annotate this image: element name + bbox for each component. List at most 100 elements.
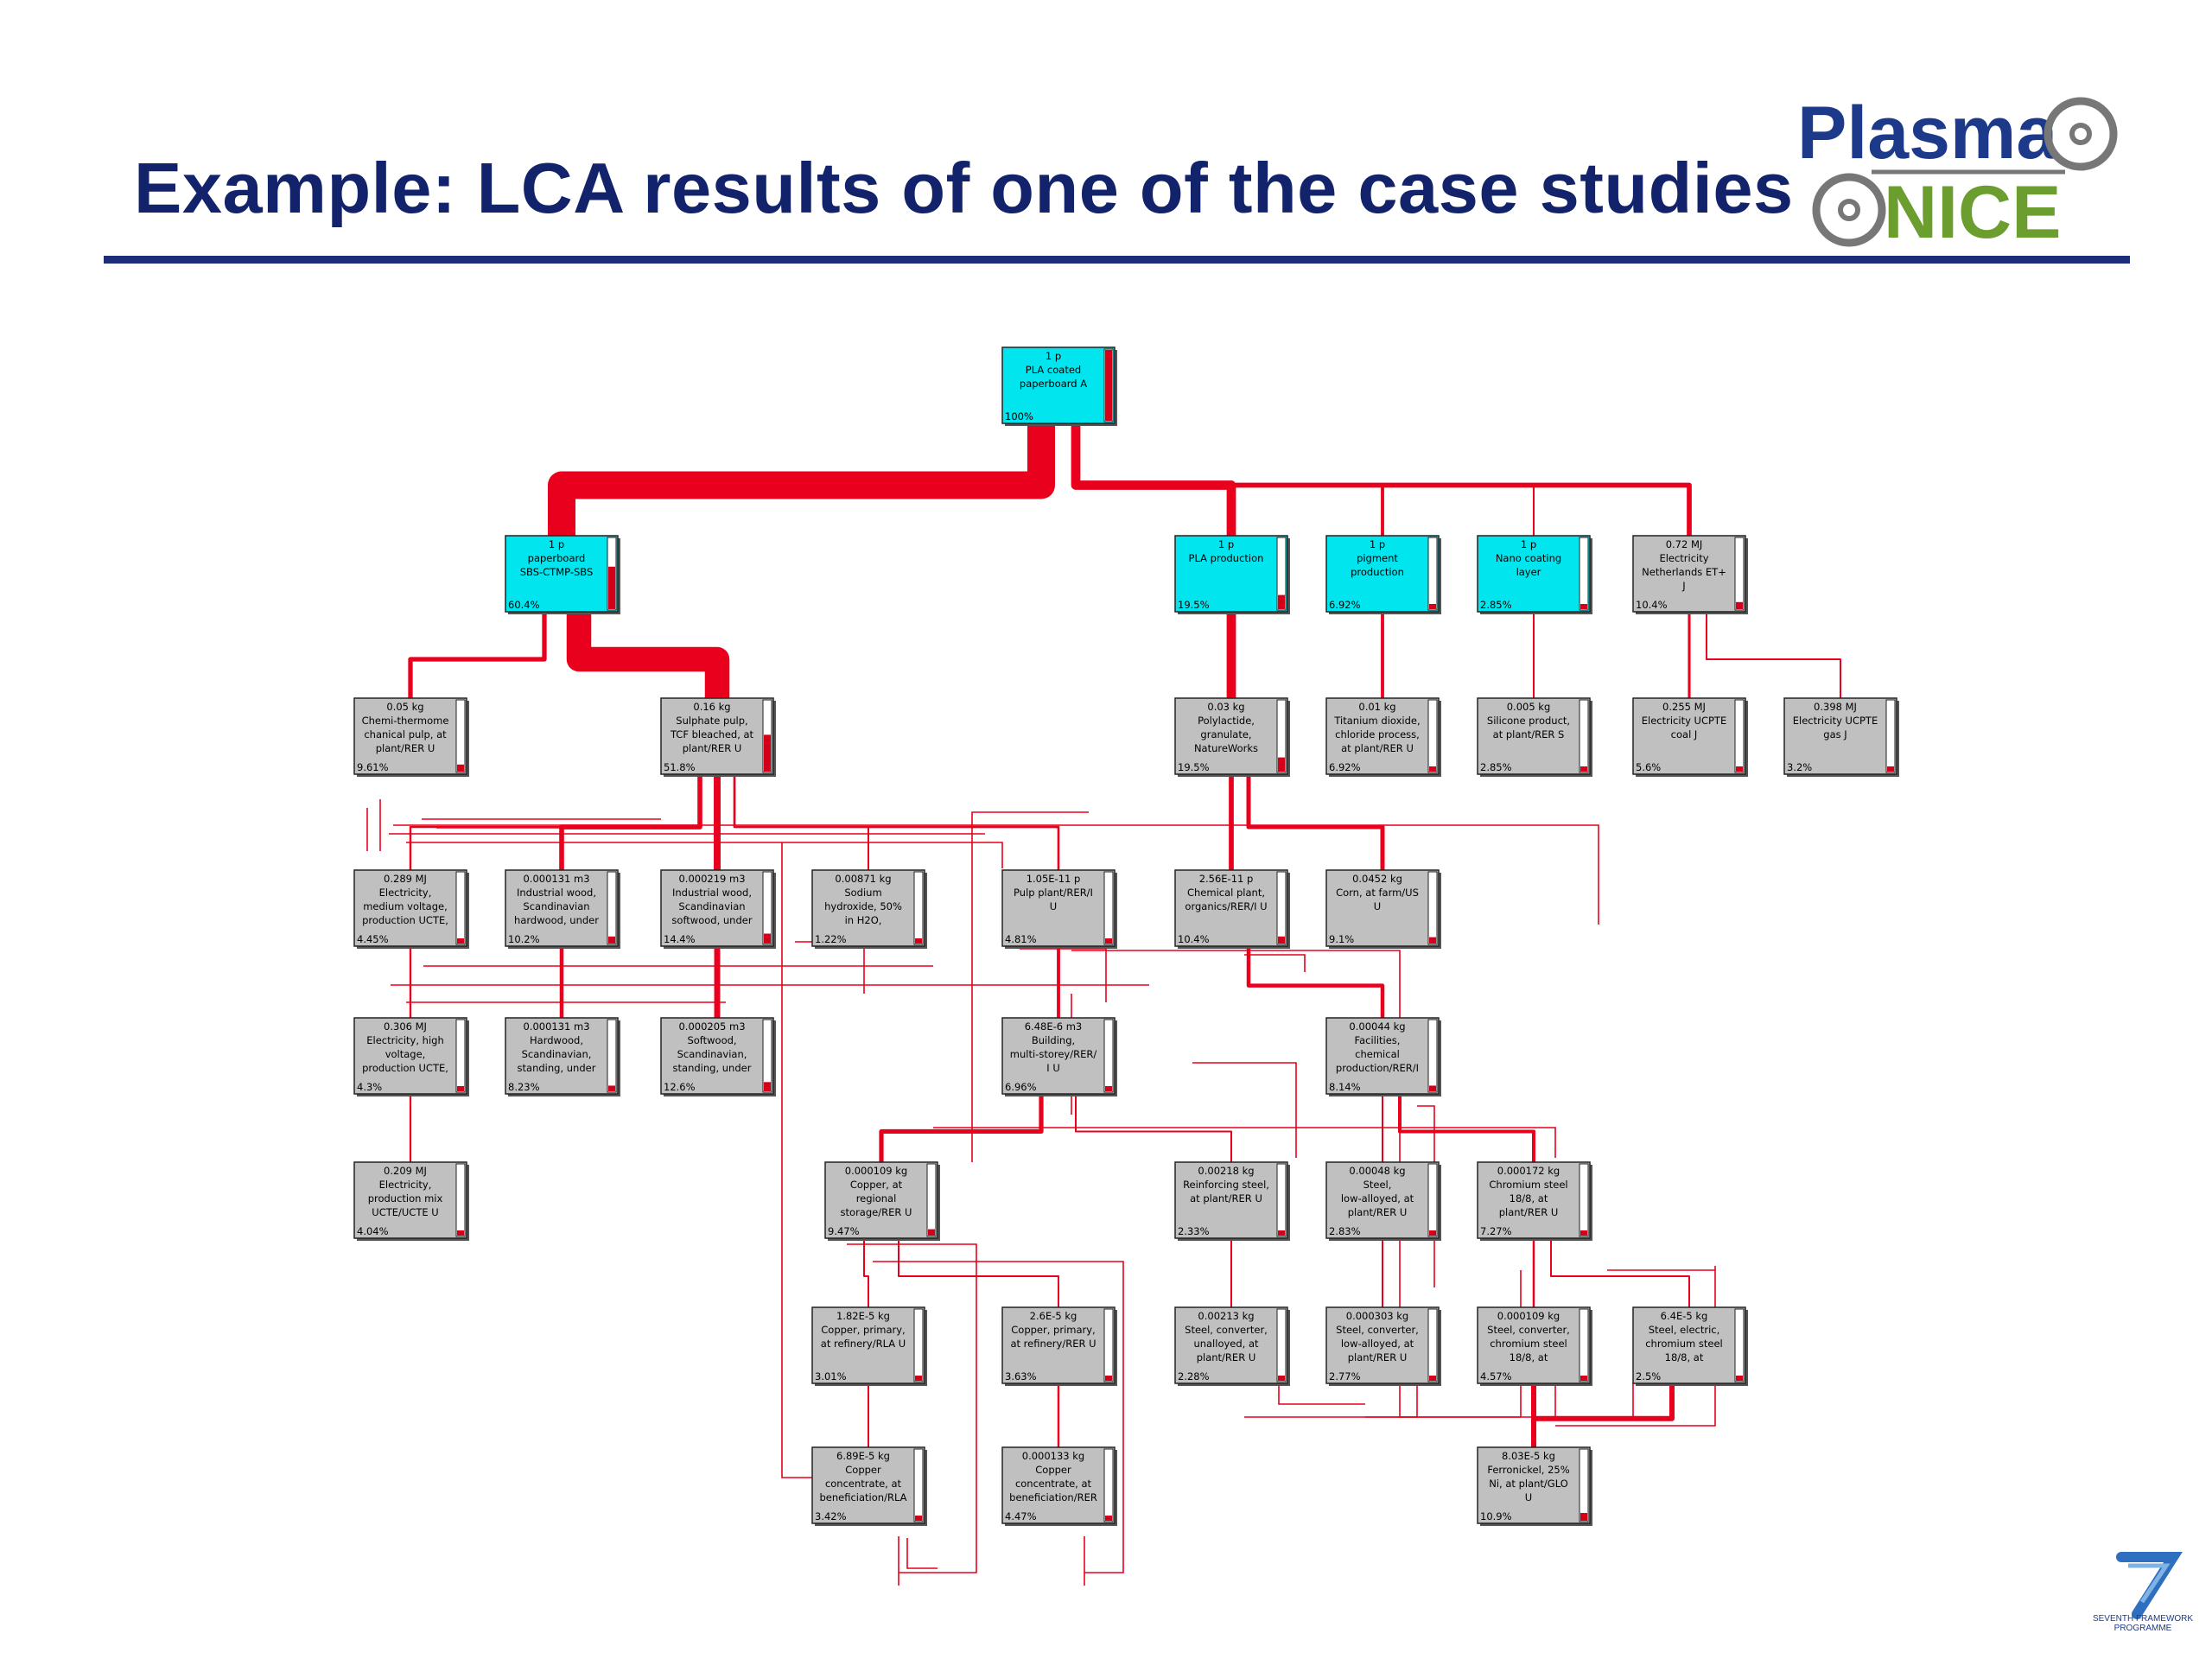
node-label-line: Steel, [1363, 1179, 1392, 1191]
node-label-line: Electricity, high [366, 1034, 444, 1046]
flow-electricity-medium-voltage-to-sulphate-pulp [409, 774, 702, 870]
node-box [660, 1017, 774, 1095]
node-label-line: 0.000109 kg [1497, 1310, 1560, 1322]
impact-level-fill [457, 1086, 464, 1091]
node-box [1001, 346, 1116, 424]
node-label-line: 0.306 MJ [384, 1020, 427, 1033]
node-label-line: 0.000109 kg [845, 1165, 908, 1177]
node-label-line: 1 p [549, 538, 564, 550]
node-label-line: beneficiation/RER [1009, 1491, 1097, 1503]
secondary-flow-line [1278, 1382, 1365, 1405]
node-label-line: Steel, converter, [1487, 1324, 1570, 1336]
node-polylactide[interactable]: 0.03 kgPolylactide,granulate,NatureWorks… [1174, 697, 1290, 777]
flow-nano-coating-to-root [1075, 423, 1535, 536]
impact-level-bar [1103, 1308, 1114, 1382]
node-label-line: Industrial wood, [672, 887, 752, 899]
impact-level-fill [1278, 1376, 1285, 1381]
node-box [353, 869, 467, 947]
node-percentage: 8.23% [508, 1081, 540, 1093]
node-percentage: 3.63% [1005, 1370, 1037, 1382]
node-label-line: 0.000131 m3 [523, 1020, 589, 1033]
node-label-line: Pulp plant/RER/I [1014, 887, 1093, 899]
node-label-line: in H2O, [845, 914, 882, 926]
logo-rings-icon [1812, 97, 2118, 247]
node-box [660, 869, 774, 947]
node-label-line: SBS-CTMP-SBS [520, 566, 594, 578]
node-label-line: Scandinavian, [522, 1048, 592, 1060]
node-percentage: 5.6% [1636, 761, 1661, 773]
node-label-line: Electricity UCPTE [1793, 715, 1878, 727]
node-percentage: 19.5% [1178, 599, 1210, 611]
secondary-flow-line [1192, 1062, 1297, 1158]
impact-level-bar [1427, 1019, 1438, 1093]
node-label-line: 0.0452 kg [1352, 873, 1402, 885]
node-box [1174, 697, 1288, 775]
node-hardwood-standing[interactable]: 0.000131 m3Hardwood,Scandinavian,standin… [505, 1017, 620, 1096]
node-box [1477, 697, 1591, 775]
node-percentage: 4.47% [1005, 1510, 1037, 1522]
impact-level-bar [1734, 537, 1745, 611]
secondary-flow-line [406, 842, 1003, 868]
impact-level-bar [1579, 1163, 1589, 1237]
node-label-line: Steel, converter, [1336, 1324, 1419, 1336]
flow-lines [366, 423, 1841, 1586]
node-label-line: Titanium dioxide, [1333, 715, 1420, 727]
node-facilities-chemical[interactable]: 0.00044 kgFacilities,chemicalproduction/… [1325, 1017, 1441, 1096]
impact-level-bar [1427, 871, 1438, 945]
node-softwood-standing[interactable]: 0.000205 m3Softwood,Scandinavian,standin… [660, 1017, 776, 1096]
node-percentage: 1.22% [815, 933, 847, 945]
node-label-line: Copper [1035, 1464, 1071, 1476]
impact-level-fill [1429, 1085, 1436, 1091]
node-label-line: 1 p [1521, 538, 1536, 550]
node-label-line: Ni, at plant/GLO [1489, 1478, 1568, 1490]
node-box [811, 869, 925, 947]
impact-level-fill [1278, 1230, 1285, 1236]
node-label-line: U [1374, 900, 1381, 912]
secondary-flow-line [781, 842, 817, 1478]
impact-level-bar [1276, 1163, 1287, 1237]
node-label-line: 0.000303 kg [1346, 1310, 1409, 1322]
flow-copper-primary-rla-to-copper-regional-storage [863, 1238, 869, 1307]
node-label-line: granulate, [1200, 728, 1251, 741]
node-label-line: beneficiation/RLA [820, 1491, 907, 1503]
impact-level-bar [1427, 699, 1438, 773]
node-percentage: 2.83% [1329, 1225, 1361, 1237]
node-percentage: 100% [1005, 410, 1033, 423]
node-label-line: production UCTE, [362, 1062, 448, 1074]
